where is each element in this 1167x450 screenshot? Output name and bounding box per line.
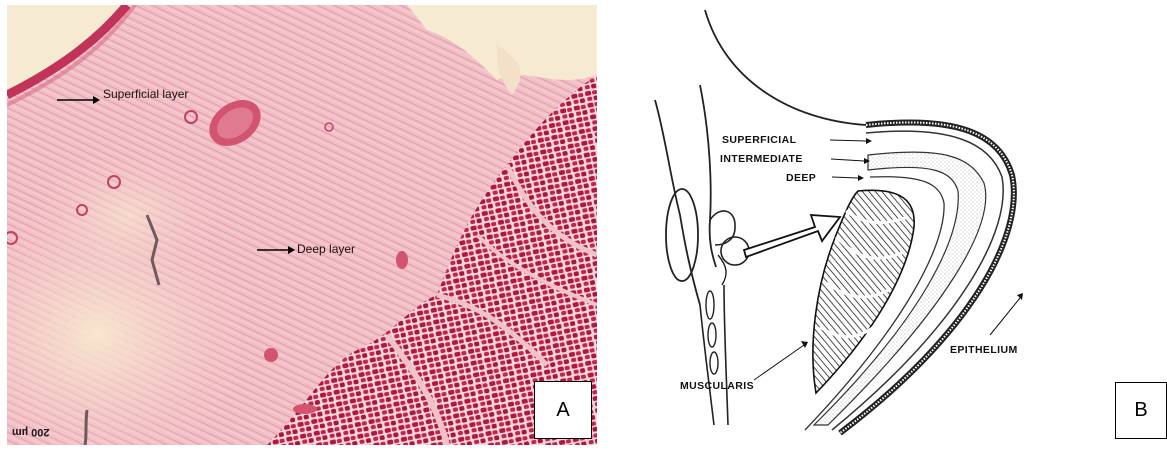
superficial-leader <box>830 138 872 144</box>
label-intermediate: INTERMEDIATE <box>720 153 803 165</box>
deep-layer-arrow <box>257 246 295 254</box>
scale-bar-label: 200 µm <box>12 426 50 438</box>
label-deep: DEEP <box>786 172 816 184</box>
label-epithelium: EPITHELIUM <box>950 344 1018 356</box>
deep-layer-label: Deep layer <box>297 242 355 256</box>
annotation-arrows <box>7 5 597 445</box>
deep-leader <box>832 175 864 181</box>
muscularis-leader <box>754 341 808 380</box>
panel-letter-a: A <box>534 381 592 439</box>
schematic-diagram: SUPERFICIAL INTERMEDIATE DEEP MUSCULARIS… <box>640 5 1080 445</box>
layer-schematic: SUPERFICIAL INTERMEDIATE DEEP MUSCULARIS… <box>640 5 1080 445</box>
intermediate-leader <box>831 158 870 164</box>
superficial-layer-label: Superficial layer <box>103 87 188 101</box>
epithelium-leader <box>990 293 1023 335</box>
label-superficial: SUPERFICIAL <box>722 134 797 146</box>
label-muscularis: MUSCULARIS <box>680 380 754 392</box>
superficial-layer-arrow <box>57 96 100 104</box>
histology-micrograph: Superficial layer Deep layer 200 µm <box>7 5 597 445</box>
panel-letter-b: B <box>1115 382 1167 439</box>
